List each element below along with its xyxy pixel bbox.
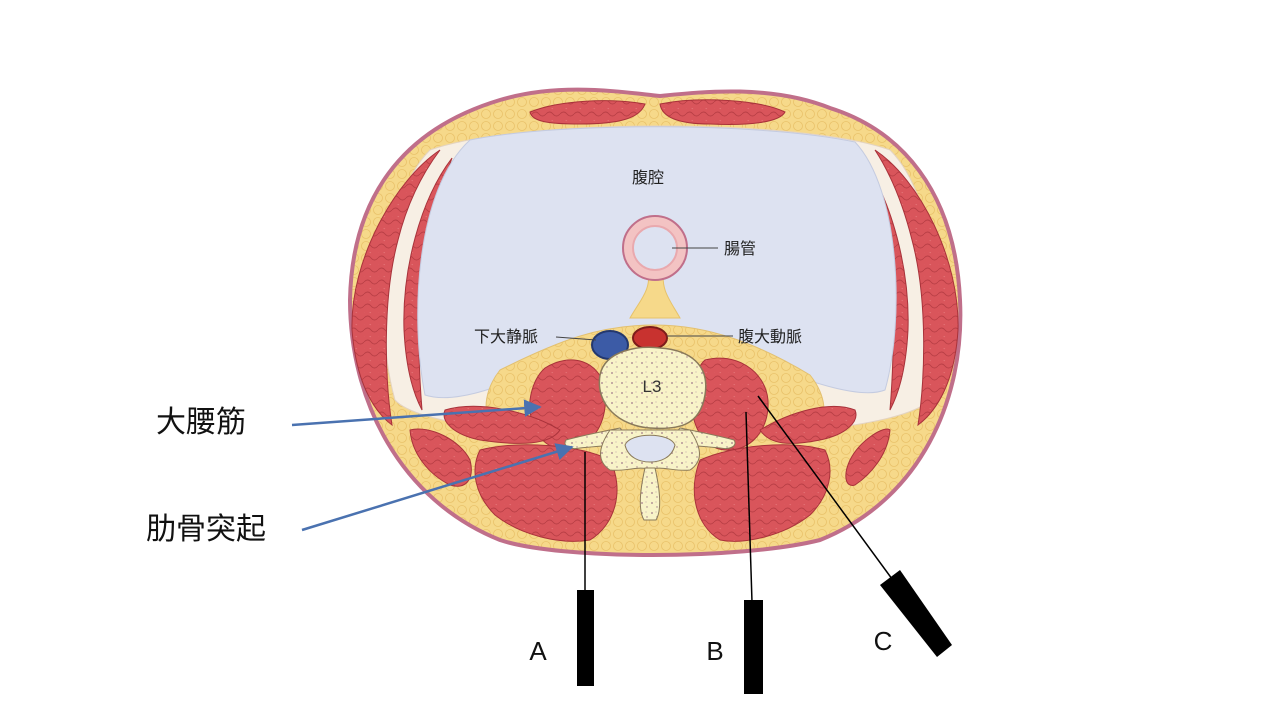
- spinal-canal: [624, 434, 676, 463]
- mesentery: [629, 267, 681, 319]
- leader-ivc: [555, 336, 597, 341]
- label-needle-c: C: [874, 626, 893, 656]
- abdominal-wall-muscle-left: [351, 149, 441, 427]
- rectus-muscle-right: [659, 99, 786, 125]
- needle-c-shaft: [757, 395, 896, 584]
- quadratus-muscle-right: [759, 405, 857, 444]
- lateral-back-muscle-right: [845, 428, 891, 486]
- label-aorta: 腹大動脈: [738, 327, 802, 346]
- needle-c-hub: [880, 570, 952, 657]
- quadratus-muscle-left: [443, 405, 561, 444]
- label-abdominal-cavity: 腹腔: [632, 168, 664, 187]
- abdominal-aorta: [632, 326, 668, 350]
- psoas-arrow-icon: [291, 399, 542, 427]
- label-transverse-process: 肋骨突起: [146, 512, 266, 547]
- transverse-arrow-icon: [301, 443, 574, 532]
- needle-b-shaft: [745, 411, 753, 603]
- label-needle-b: B: [706, 636, 723, 666]
- intestine-lumen: [632, 225, 678, 271]
- needle-b-hub: [744, 600, 763, 694]
- vertebral-body: [598, 346, 707, 430]
- label-ivc: 下大静脈: [474, 327, 538, 346]
- label-intestine: 腸管: [724, 239, 756, 258]
- needle-a-hub: [577, 590, 594, 686]
- rectus-muscle-left: [529, 100, 646, 125]
- erector-spinae-right: [693, 444, 831, 542]
- spinous-process: [639, 467, 661, 521]
- label-needle-a: A: [529, 636, 547, 666]
- abdominal-wall-muscle-right: [874, 149, 959, 427]
- lateral-back-muscle-left: [409, 428, 472, 487]
- label-vertebra: L3: [643, 377, 662, 396]
- label-psoas: 大腰筋: [156, 405, 246, 440]
